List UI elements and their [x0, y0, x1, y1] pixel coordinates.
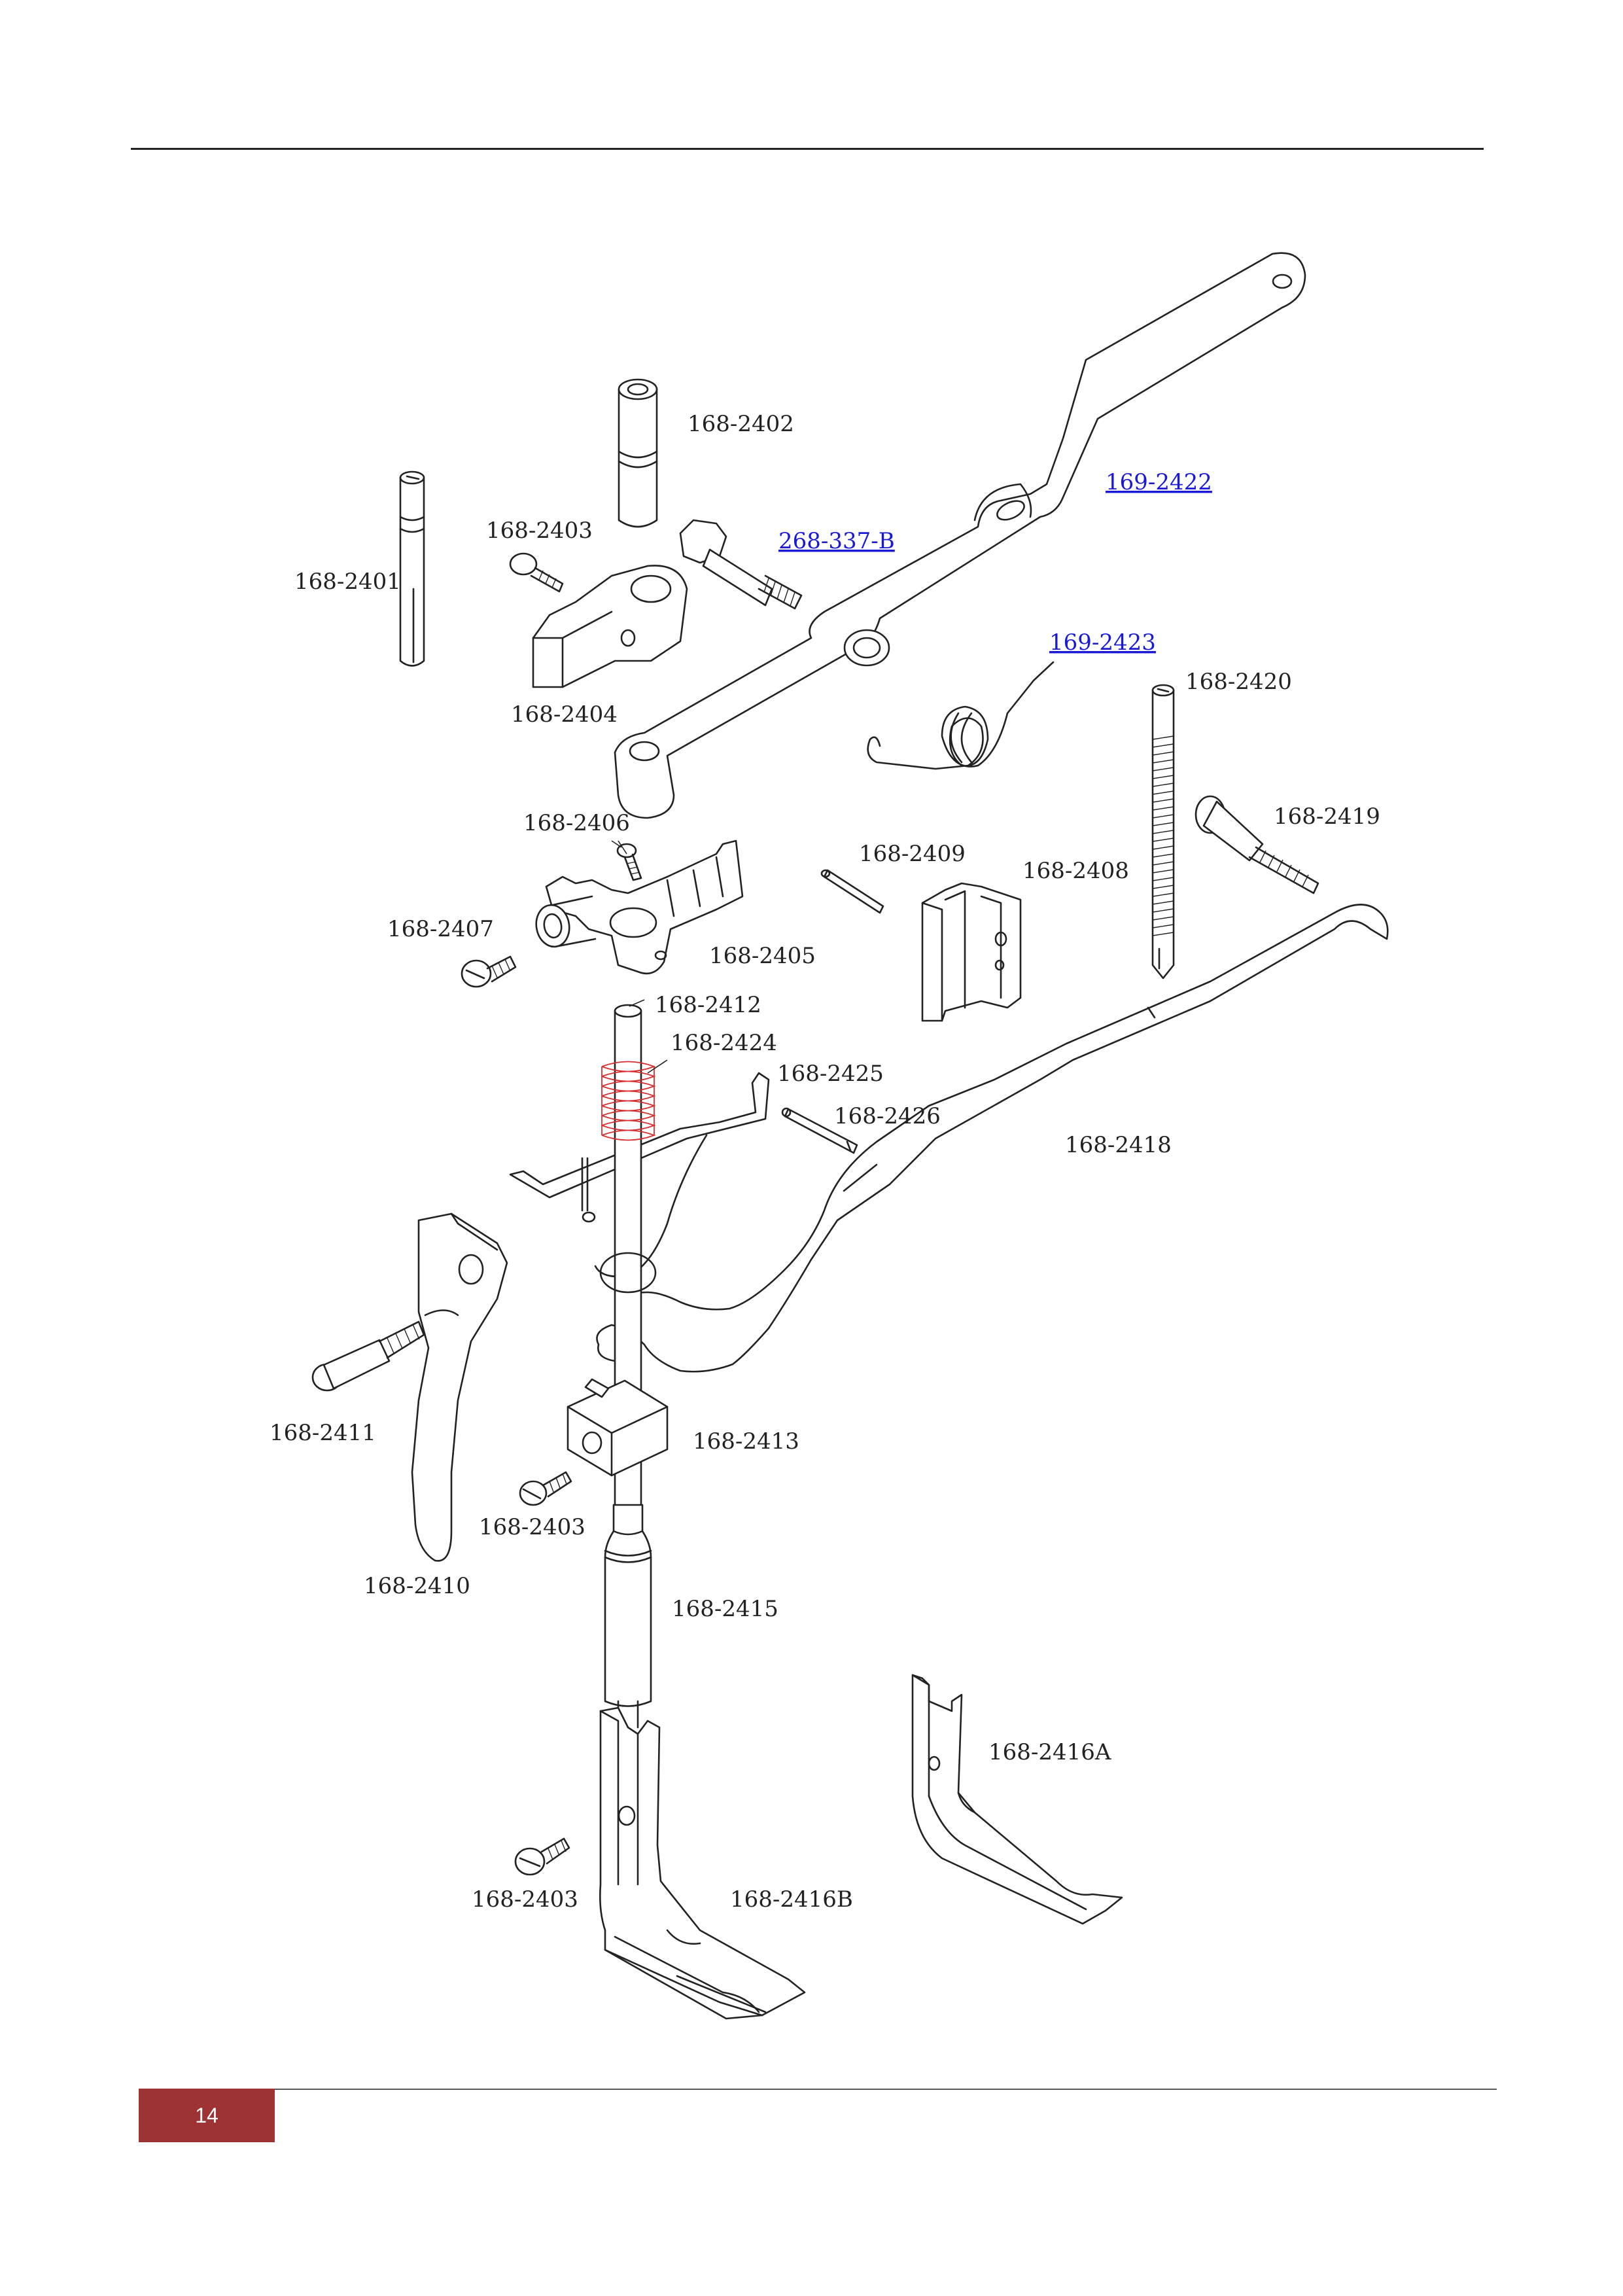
- part-169-2422-lever: [614, 252, 1306, 819]
- part-168-2415-lower-bar: [604, 1504, 652, 1729]
- part-168-2402-bushing: [618, 378, 658, 528]
- page-number-badge: 14: [139, 2089, 275, 2142]
- label-168-2416B: 168-2416B: [730, 1886, 853, 1913]
- label-168-2412: 168-2412: [655, 992, 761, 1018]
- part-168-2409-pin: [820, 869, 884, 914]
- header-rule: [131, 148, 1484, 150]
- label-168-2403-mid: 168-2403: [479, 1514, 585, 1540]
- part-168-2418-lever: [596, 904, 1389, 1373]
- label-168-2426: 168-2426: [834, 1103, 941, 1129]
- part-169-2423-torsion-spring: [867, 661, 1055, 770]
- link-169-2423[interactable]: 169-2423: [1049, 629, 1156, 656]
- label-168-2425: 168-2425: [777, 1061, 884, 1087]
- part-168-2404-clamp: [532, 565, 688, 688]
- part-168-2406-screw: [611, 840, 642, 881]
- part-168-2401-pin: [399, 470, 425, 667]
- label-168-2403-bottom: 168-2403: [472, 1886, 578, 1913]
- leader-168-2412: [629, 999, 645, 1007]
- label-168-2403-top: 168-2403: [486, 518, 593, 544]
- page-number: 14: [195, 2103, 218, 2127]
- label-168-2419: 168-2419: [1274, 804, 1380, 830]
- label-168-2418: 168-2418: [1065, 1132, 1172, 1158]
- leader-168-2406: [618, 840, 627, 855]
- part-168-2413-clamp-block: [567, 1378, 669, 1477]
- footer-rule: [275, 2089, 1497, 2090]
- part-168-2403-screw-bottom: [514, 1837, 570, 1876]
- label-168-2407: 168-2407: [387, 916, 494, 942]
- part-168-2403-screw-top: [509, 552, 564, 593]
- label-168-2402: 168-2402: [688, 411, 794, 437]
- label-168-2416A: 168-2416A: [988, 1739, 1111, 1765]
- part-168-2403-screw-mid: [519, 1471, 572, 1506]
- part-168-2407-screw: [461, 955, 517, 988]
- part-168-2411-stud: [311, 1320, 425, 1392]
- link-268-337-B[interactable]: 268-337-B: [778, 528, 895, 554]
- leader-168-2424: [647, 1059, 668, 1074]
- label-168-2404: 168-2404: [511, 701, 618, 728]
- link-169-2422[interactable]: 169-2422: [1106, 469, 1212, 495]
- label-168-2408: 168-2408: [1022, 858, 1129, 884]
- part-268-337-B-shoulder-screw: [679, 519, 803, 610]
- label-168-2409: 168-2409: [859, 841, 966, 867]
- part-168-2420-threaded-rod: [1151, 684, 1175, 980]
- part-168-2416A-presser-foot: [911, 1674, 1123, 1925]
- label-168-2415: 168-2415: [672, 1596, 778, 1622]
- label-168-2411: 168-2411: [270, 1420, 376, 1446]
- label-168-2401: 168-2401: [294, 569, 401, 595]
- part-168-2408-block: [921, 882, 1022, 1022]
- label-168-2405: 168-2405: [709, 943, 816, 969]
- part-168-2416B-presser-foot: [599, 1706, 806, 2020]
- part-168-2405-bracket: [535, 839, 744, 975]
- part-168-2410-lift-lever: [411, 1212, 508, 1562]
- label-168-2424: 168-2424: [671, 1030, 777, 1056]
- label-168-2410: 168-2410: [364, 1573, 470, 1599]
- part-168-2425-wire-guide: [509, 1072, 770, 1278]
- part-168-2424-spring: [601, 1061, 656, 1141]
- part-168-2426-pin: [781, 1107, 858, 1154]
- label-168-2406: 168-2406: [523, 810, 630, 836]
- label-168-2413: 168-2413: [693, 1428, 799, 1455]
- label-168-2420: 168-2420: [1185, 669, 1292, 695]
- part-168-2419-stud: [1195, 795, 1319, 894]
